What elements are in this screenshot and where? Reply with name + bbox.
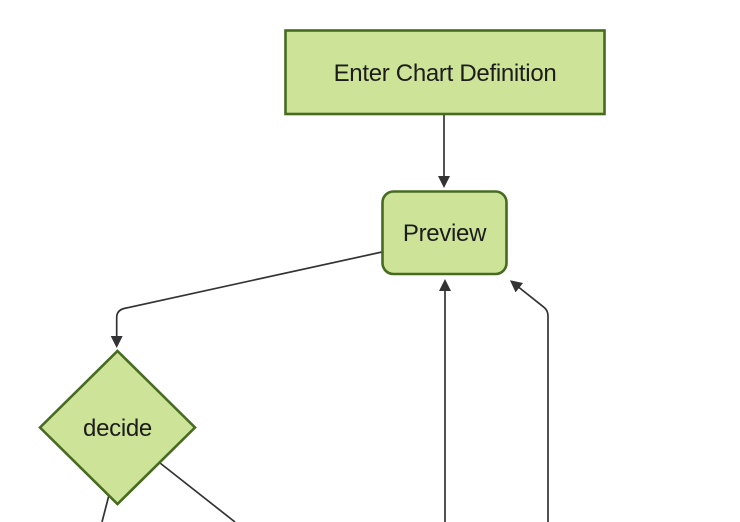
edge-group [101, 114, 549, 522]
edge-decide-offscreen-right [159, 462, 236, 522]
preview-label: Preview [403, 220, 487, 247]
node-enter-chart-definition: Enter Chart Definition [284, 29, 606, 116]
node-preview: Preview [381, 190, 508, 276]
decide-label: decide [83, 415, 152, 442]
node-decide: decide [38, 349, 197, 506]
enter-chart-definition-rectangle [284, 29, 606, 116]
decide-diamond [38, 349, 197, 506]
edge-preview-to-decide [110, 251, 383, 348]
edge-decide-offscreen-left [101, 494, 110, 522]
edge-bottom-to-preview-corner [509, 280, 549, 522]
preview-rounded-rectangle [381, 190, 508, 276]
enter-chart-definition-label: Enter Chart Definition [334, 60, 557, 87]
